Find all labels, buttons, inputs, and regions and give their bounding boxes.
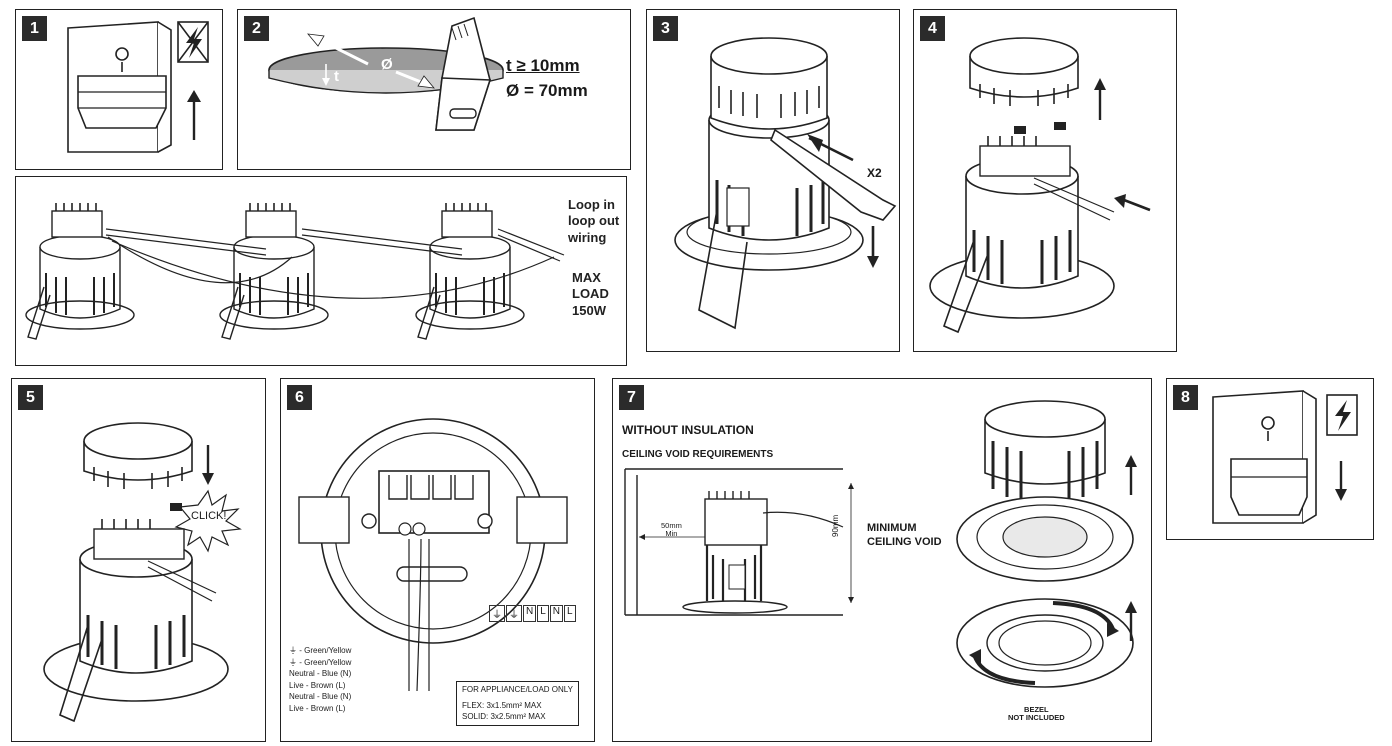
- step-3-panel: 3 X2: [646, 9, 900, 352]
- thickness-requirement: t ≥ 10mm: [506, 56, 580, 75]
- step-4-panel: 4: [913, 9, 1177, 352]
- step-number-badge: 5: [18, 385, 43, 410]
- ceiling-void-diagram: [624, 400, 1137, 688]
- no-power-icon: [177, 21, 209, 63]
- downlight-icon: [25, 203, 135, 340]
- terminal-earth: ⏚: [506, 605, 522, 622]
- step-5-panel: 5 CLICK!: [11, 378, 266, 742]
- step-number-badge: 8: [1173, 385, 1198, 410]
- diameter-symbol: Ø: [381, 56, 393, 73]
- max-load-label: MAX LOAD 150W: [572, 270, 609, 318]
- step-2-panel: 2 Ø t t ≥ 10mm Ø = 70mm: [237, 9, 631, 170]
- step-number-badge: 6: [287, 385, 312, 410]
- thickness-symbol: t: [334, 68, 339, 85]
- void-height-label: 90mm: [831, 514, 840, 537]
- saw-icon: [435, 16, 492, 131]
- power-switch-icon: [1212, 390, 1347, 524]
- power-switch-icon: [67, 21, 201, 153]
- void-requirements-title: CEILING VOID REQUIREMENTS: [622, 449, 774, 460]
- repeat-count: X2: [867, 166, 882, 180]
- step-6-panel: 6 ⏚ ⏚ N L N L ⏚ - Green/Yellow ⏚ - Green…: [280, 378, 595, 742]
- step-number-badge: 2: [244, 16, 269, 41]
- terminal-earth: ⏚: [489, 605, 505, 622]
- insulation-title: WITHOUT INSULATION: [622, 423, 754, 437]
- step-number-badge: 1: [22, 16, 47, 41]
- minimum-void-label: MINIMUM CEILING VOID: [867, 522, 942, 549]
- loop-wiring-label: Loop in loop out wiring: [568, 197, 620, 245]
- diameter-requirement: Ø = 70mm: [506, 81, 588, 100]
- remove-driver-cover-diagram: [929, 37, 1151, 334]
- terminal-neutral: N: [549, 605, 564, 622]
- wire-color-legend: ⏚ - Green/Yellow ⏚ - Green/Yellow Neutra…: [289, 646, 352, 713]
- power-icon: [1326, 394, 1358, 436]
- loop-wiring-panel: Loop in loop out wiring MAX LOAD 150W: [15, 176, 627, 366]
- downlight-release-diagram: [674, 37, 897, 330]
- step-1-panel: 1: [15, 9, 223, 170]
- terminal-neutral: N: [523, 605, 537, 622]
- bezel-note: BEZEL NOT INCLUDED: [1008, 705, 1065, 723]
- step-8-panel: 8: [1166, 378, 1374, 540]
- step-number-badge: 7: [619, 385, 644, 410]
- wiring-terminal-diagram: [298, 418, 568, 692]
- loop-wiring-diagram: [25, 202, 565, 340]
- cable-spec-note: FOR APPLIANCE/LOAD ONLY FLEX: 3x1.5mm² M…: [456, 681, 579, 727]
- min-side-clearance: 50mm Min: [661, 521, 682, 539]
- step-7-panel: 7 WITHOUT INSULATION CEILING VOID REQUIR…: [612, 378, 1152, 742]
- refit-driver-cover-diagram: [43, 422, 242, 723]
- step-number-badge: 3: [653, 16, 678, 41]
- terminal-live: L: [537, 605, 549, 622]
- terminal-strip-labels: ⏚ ⏚ N L N L: [489, 605, 576, 622]
- step-number-badge: 4: [920, 16, 945, 41]
- click-label: CLICK!: [191, 510, 227, 522]
- terminal-live: L: [564, 605, 576, 622]
